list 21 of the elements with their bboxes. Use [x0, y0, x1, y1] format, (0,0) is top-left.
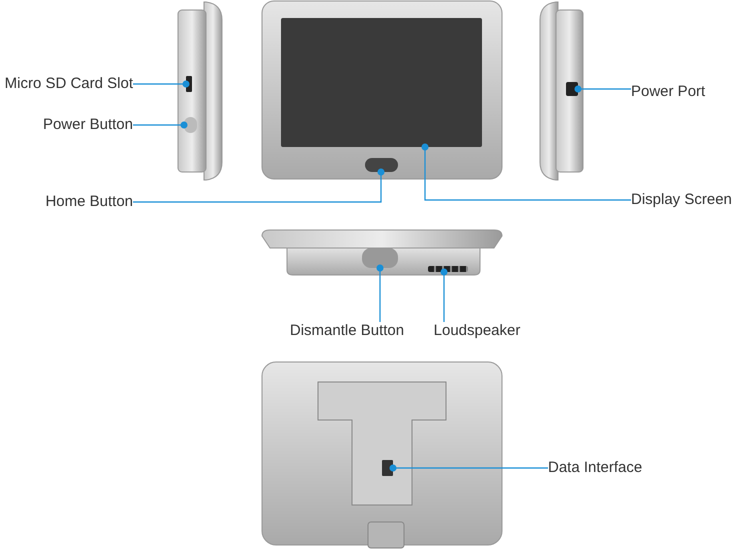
leader-line	[422, 144, 631, 201]
leader-line	[440, 268, 448, 322]
home-button	[365, 158, 398, 172]
display-screen	[281, 18, 482, 147]
part-label: Micro SD Card Slot	[4, 75, 133, 93]
leader-line	[133, 80, 190, 88]
leader-line	[376, 264, 384, 322]
dismantle-button	[362, 248, 398, 268]
leader-line	[133, 122, 188, 128]
speaker-grille	[428, 266, 468, 272]
leader-line	[574, 86, 631, 92]
part-label: Loudspeaker	[434, 322, 520, 340]
leader-line	[390, 464, 548, 472]
part-label: Data Interface	[548, 459, 642, 477]
part-label: Home Button	[45, 193, 133, 211]
data-port	[382, 460, 393, 476]
part-label: Power Port	[631, 83, 706, 101]
part-label: Dismantle Button	[290, 322, 404, 340]
leader-line	[133, 168, 384, 203]
part-label: Display Screen	[631, 191, 732, 209]
part-label: Power Button	[42, 116, 133, 134]
